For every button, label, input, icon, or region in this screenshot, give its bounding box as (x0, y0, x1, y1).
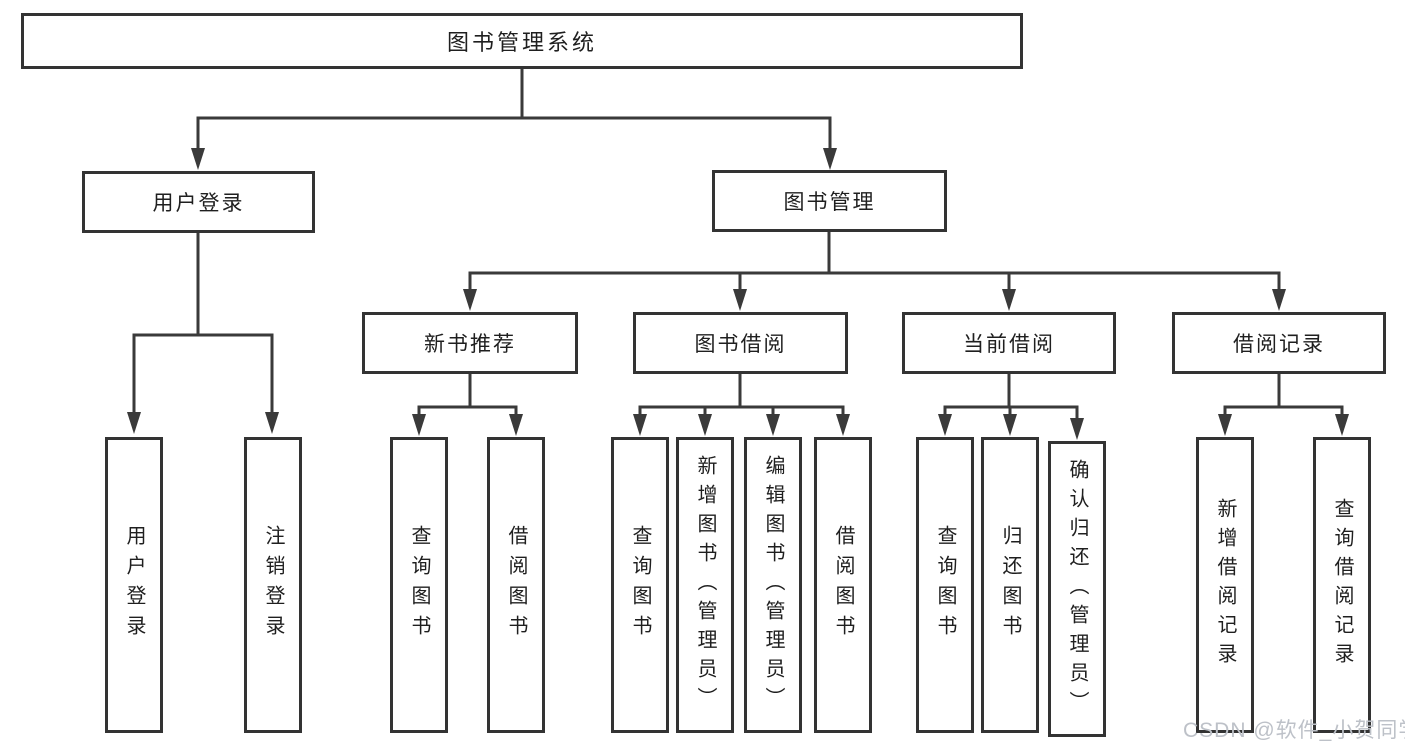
leaf-borrow-edit-books-admin: 编辑图书（管理员） (744, 437, 802, 733)
leaf-user-login: 用户登录 (105, 437, 163, 733)
arrowhead-icon (836, 414, 850, 436)
arrowhead-icon (127, 412, 141, 434)
leaf-newrec-borrow-books-label: 借阅图书 (505, 525, 527, 645)
node-new-book-recommend: 新书推荐 (362, 312, 578, 374)
leaf-current-return-books-label: 归还图书 (999, 525, 1021, 645)
leaf-current-confirm-return-admin: 确认归还（管理员） (1048, 441, 1106, 737)
node-new-book-recommend-label: 新书推荐 (424, 333, 516, 356)
leaf-borrow-query-books: 查询图书 (611, 437, 669, 733)
leaf-current-query-books-label: 查询图书 (934, 525, 956, 645)
arrowhead-icon (265, 412, 279, 434)
node-borrow-record: 借阅记录 (1172, 312, 1386, 374)
arrowhead-icon (1002, 289, 1016, 311)
watermark: CSDN @软件_小贺同学 (1183, 719, 1405, 742)
arrowhead-icon (1070, 418, 1084, 440)
node-book-borrow-label: 图书借阅 (694, 333, 787, 356)
node-user-login: 用户登录 (82, 171, 315, 233)
arrowhead-icon (1335, 414, 1349, 436)
arrowhead-icon (938, 414, 952, 436)
leaf-borrow-edit-books-admin-label: 编辑图书（管理员） (762, 454, 784, 716)
leaf-borrow-borrow-books: 借阅图书 (814, 437, 872, 733)
arrowhead-icon (191, 148, 205, 170)
leaf-user-login-label: 用户登录 (123, 525, 145, 645)
leaf-record-query-borrow-record: 查询借阅记录 (1313, 437, 1371, 733)
arrowhead-icon (463, 289, 477, 311)
arrowhead-icon (1218, 414, 1232, 436)
arrowhead-icon (698, 414, 712, 436)
node-book-management: 图书管理 (712, 170, 947, 232)
arrowhead-icon (733, 289, 747, 311)
node-user-login-label: 用户登录 (152, 192, 245, 215)
node-book-management-label: 图书管理 (783, 191, 876, 214)
leaf-logout-label: 注销登录 (262, 525, 284, 645)
arrowhead-icon (1272, 289, 1286, 311)
leaf-borrow-query-books-label: 查询图书 (629, 525, 651, 645)
leaf-record-add-borrow-record-label: 新增借阅记录 (1214, 498, 1236, 672)
arrowhead-icon (766, 414, 780, 436)
leaf-current-confirm-return-admin-label: 确认归还（管理员） (1066, 458, 1088, 720)
node-root-label: 图书管理系统 (446, 30, 597, 55)
connector-lines (132, 67, 1344, 422)
leaf-borrow-borrow-books-label: 借阅图书 (832, 525, 854, 645)
leaf-newrec-query-books: 查询图书 (390, 437, 448, 733)
leaf-borrow-add-books-admin: 新增图书（管理员） (676, 437, 734, 733)
node-root: 图书管理系统 (21, 13, 1023, 69)
leaf-borrow-add-books-admin-label: 新增图书（管理员） (694, 454, 716, 716)
node-current-borrow: 当前借阅 (902, 312, 1116, 374)
arrowhead-icon (509, 414, 523, 436)
arrowhead-icon (823, 148, 837, 170)
node-current-borrow-label: 当前借阅 (963, 333, 1055, 356)
leaf-newrec-query-books-label: 查询图书 (408, 525, 430, 645)
leaf-newrec-borrow-books: 借阅图书 (487, 437, 545, 733)
node-borrow-record-label: 借阅记录 (1233, 333, 1325, 356)
node-book-borrow: 图书借阅 (633, 312, 848, 374)
leaf-record-add-borrow-record: 新增借阅记录 (1196, 437, 1254, 733)
arrowheads (127, 148, 1349, 440)
arrowhead-icon (412, 414, 426, 436)
leaf-current-query-books: 查询图书 (916, 437, 974, 733)
arrowhead-icon (633, 414, 647, 436)
arrowhead-icon (1003, 414, 1017, 436)
leaf-record-query-borrow-record-label: 查询借阅记录 (1331, 498, 1353, 672)
leaf-current-return-books: 归还图书 (981, 437, 1039, 733)
leaf-logout: 注销登录 (244, 437, 302, 733)
